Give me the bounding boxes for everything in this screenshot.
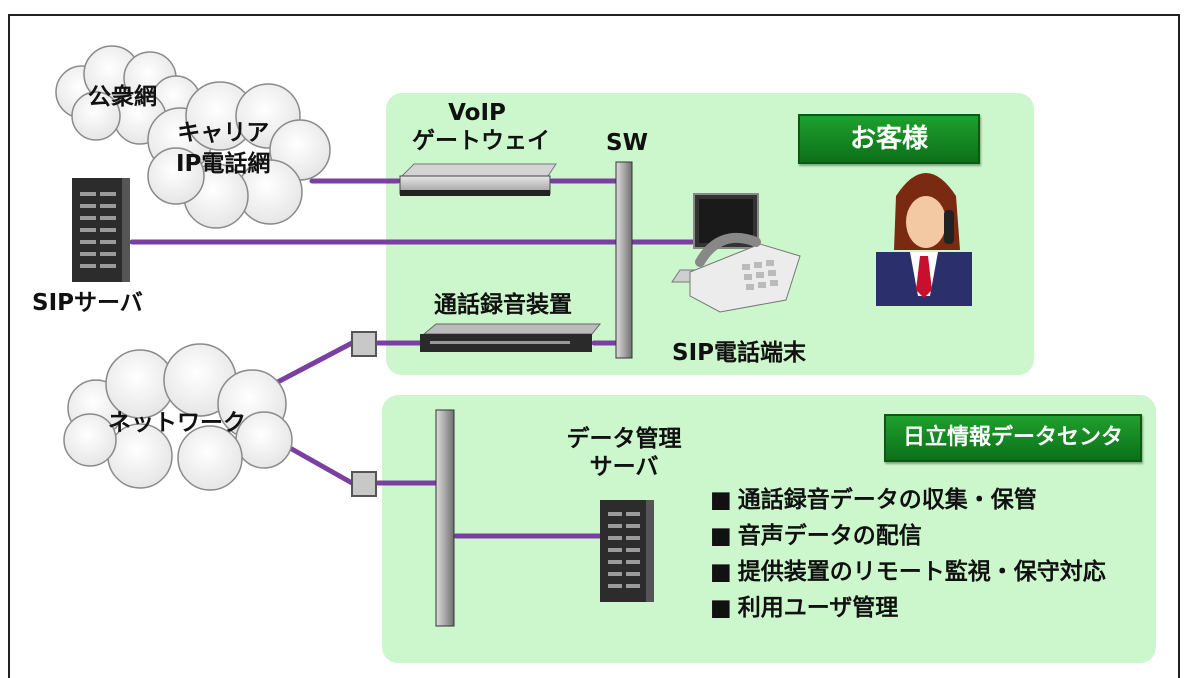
public-net-label: 公衆網	[88, 84, 157, 110]
sip-server-label: SIPサーバ	[32, 290, 143, 316]
network-cloud-label: ネットワーク	[108, 410, 246, 436]
datacenter-badge: 日立情報データセンタ	[884, 414, 1142, 462]
customer-badge: お客様	[798, 114, 980, 164]
cloud-network	[63, 343, 293, 491]
sip-server-tower	[72, 178, 130, 282]
sip-phone-icon	[689, 233, 801, 313]
switch-label: SW	[606, 130, 648, 156]
link-lines	[129, 178, 695, 539]
service-item: 提供装置のリモート監視・保守対応	[710, 554, 1106, 590]
service-item: 通話録音データの収集・保管	[710, 482, 1106, 518]
access-node-1	[351, 331, 377, 357]
voip-gateway-label: VoIP ゲートウェイ	[412, 100, 550, 154]
switch-bar-customer	[615, 161, 633, 359]
carrier-ip-net-label: キャリア IP電話網	[176, 120, 271, 178]
data-server-tower	[600, 500, 654, 602]
access-node-2	[351, 471, 377, 497]
link-network-access2	[287, 445, 355, 486]
recorder-label: 通話録音装置	[434, 292, 572, 318]
switch-bar-datacenter	[435, 409, 455, 627]
service-item: 利用ユーザ管理	[710, 590, 1106, 626]
customer-person-icon	[876, 173, 972, 306]
sip-phone-label: SIP電話端末	[672, 340, 806, 366]
voip-gateway-device	[399, 163, 557, 196]
diagram-frame	[8, 14, 1180, 678]
cloud-carrier-net	[147, 81, 331, 229]
datacenter-service-list: 通話録音データの収集・保管 音声データの配信 提供装置のリモート監視・保守対応 …	[710, 482, 1106, 626]
link-network-access1	[269, 340, 355, 388]
service-item: 音声データの配信	[710, 518, 1106, 554]
recorder-device	[420, 323, 602, 352]
data-server-label: データ管理 サーバ	[566, 426, 682, 480]
